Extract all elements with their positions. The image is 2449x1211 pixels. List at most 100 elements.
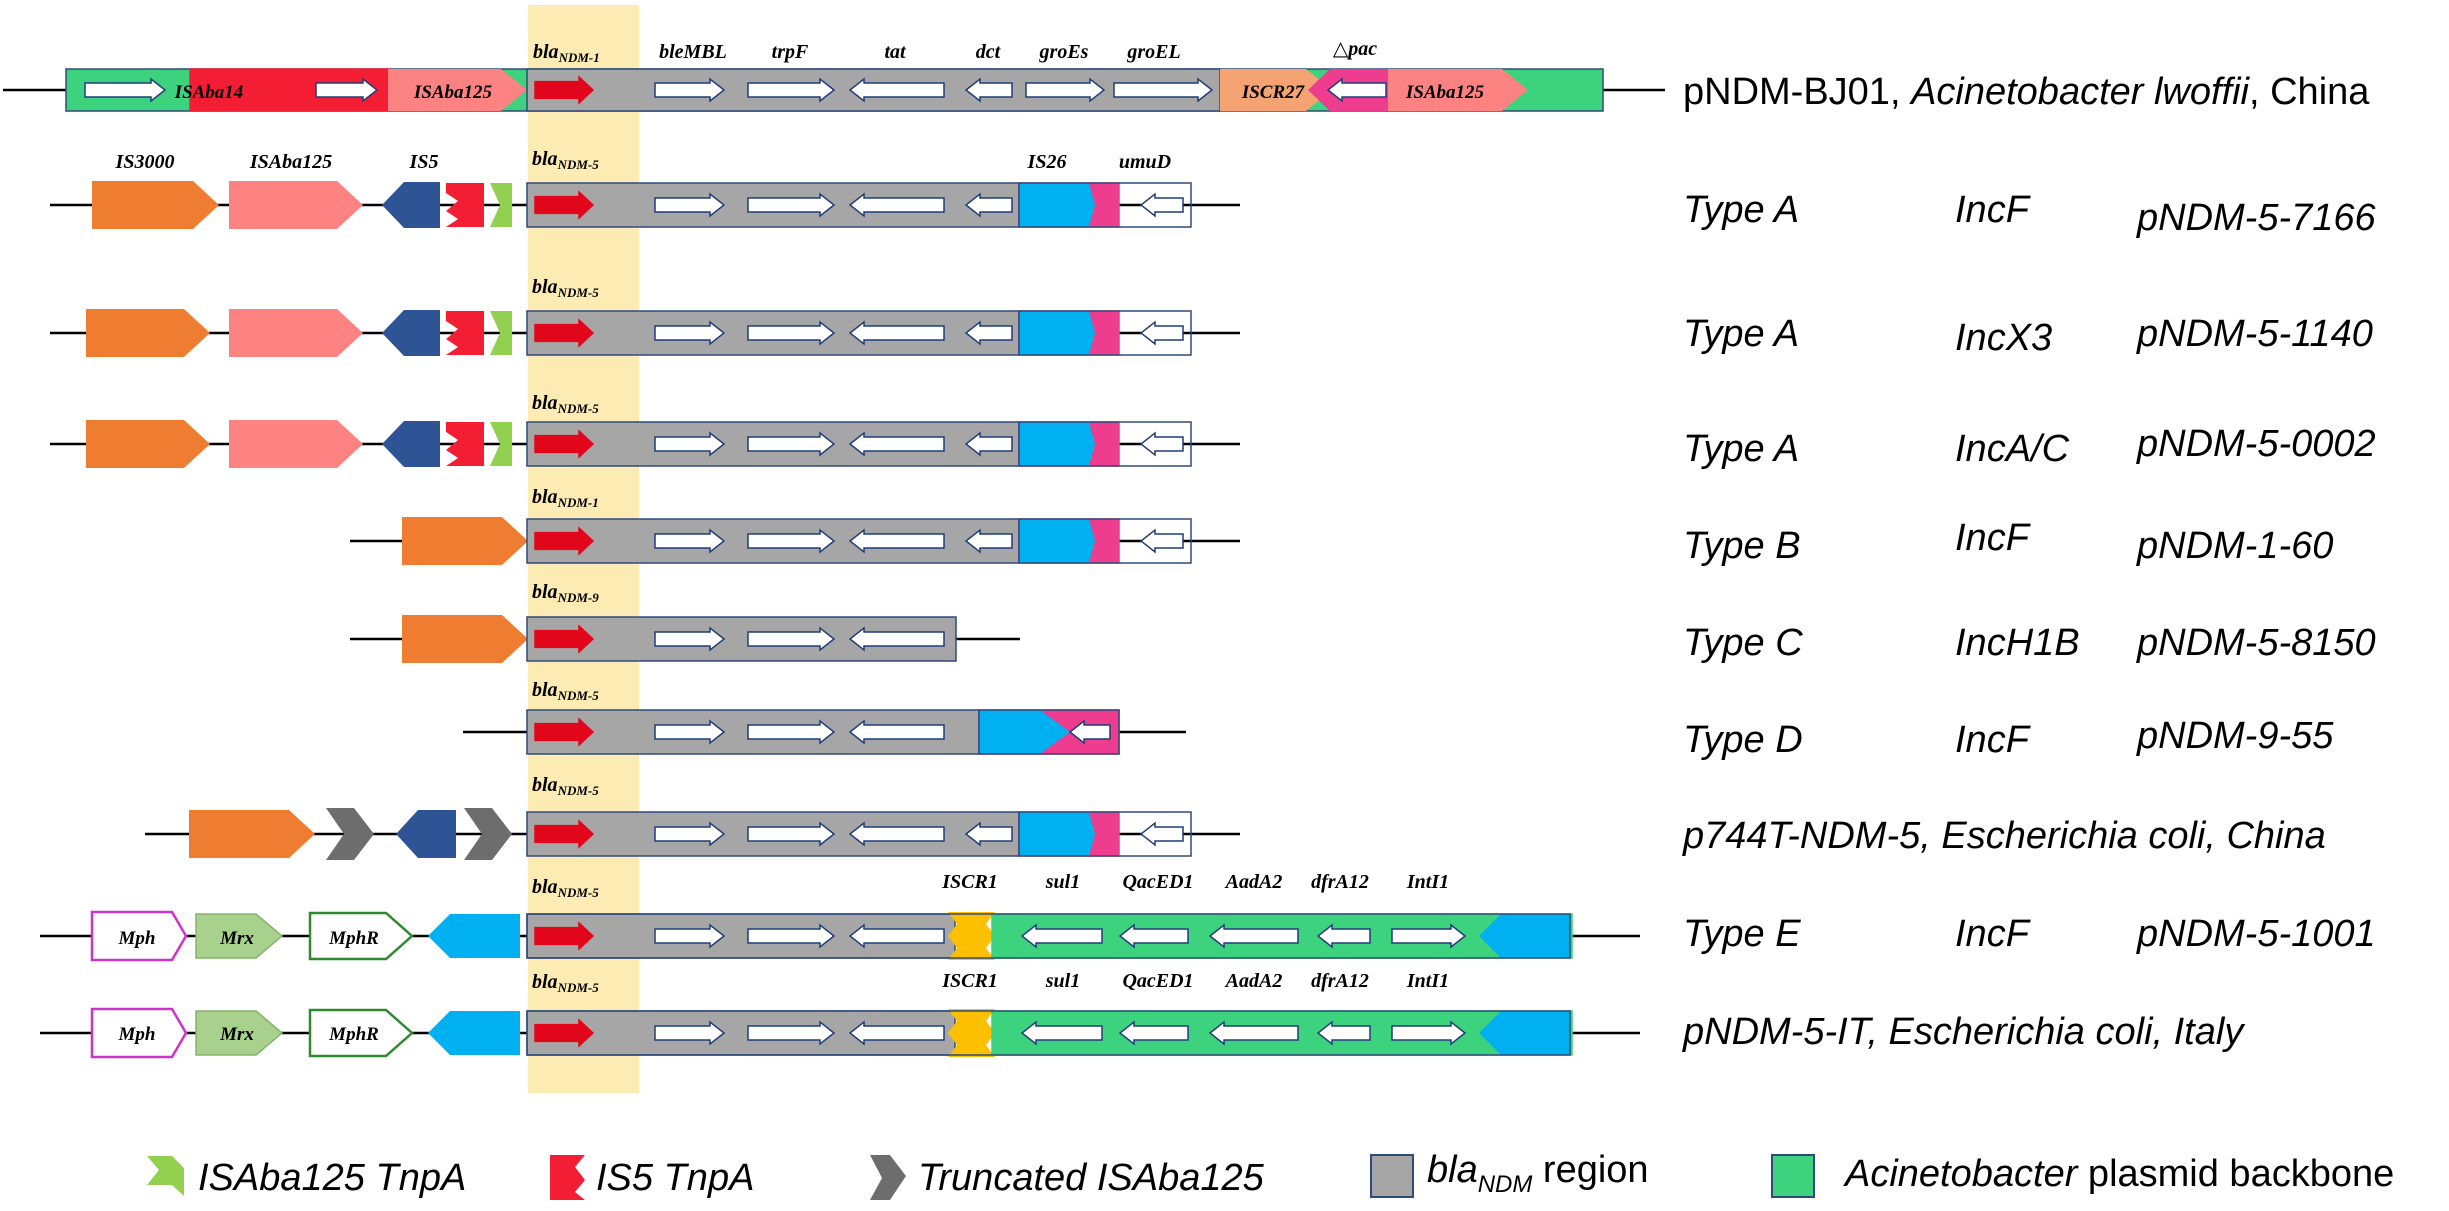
row8-bla-arrow [534,921,595,951]
is-label-isaba125-right: ISAba125 [1405,82,1485,103]
row7-arrow-0 [654,821,726,847]
bla-label-row7: blaNDM-5 [532,774,599,798]
row7-full-label: p744T-NDM-5, Escherichia coli, China [1682,815,2326,857]
row9-mrx [195,1010,284,1056]
row1-arrow-1 [747,192,836,218]
row7-is26-umud-arrow [1139,821,1184,847]
row1-type: Type A [1683,189,1799,231]
gene-label-dfra12-row8: dfrA12 [1311,871,1369,893]
gene-label-sul1-row8: sul1 [1045,871,1080,893]
row1-is5-block [382,182,440,228]
gene-label-tat: tat [884,41,907,63]
row9-mphr [308,1008,414,1058]
row7-arrow-3 [964,821,1013,847]
row2-arrow-0 [654,320,726,346]
label-mphr-row8: MphR [328,928,379,949]
row9-dfra12-arrow [1316,1020,1371,1046]
row7-is26-is26 [1019,812,1095,856]
row7-arrow-2 [848,821,945,847]
row7-is5-block [396,810,456,858]
row2-is26-frame [1018,310,1192,356]
legend-acinetobacter-backbone: Acinetobacter plasmid backbone [1771,1153,2394,1198]
is-label-iscr27: ISCR27 [1241,82,1306,103]
row1-is26-is26 [1019,183,1095,227]
row2-is26-is26 [1019,311,1095,355]
row1-isaba125 [229,181,363,229]
legend-bla-region-swatch [1370,1154,1414,1198]
row8-aada2-arrow [1208,923,1299,949]
header-gene-labels: blaNDM-1 bleMBL trpF tat dct groEs groEL… [174,38,2371,113]
label-mph-row8: Mph [118,928,156,949]
row3-plasmid: pNDM-5-0002 [2136,423,2376,465]
row8-qaced1-arrow [1118,923,1189,949]
gene-label-blembl: bleMBL [659,41,727,63]
row6-umud-arrow [1068,719,1111,745]
row0-blembl-arrow [654,77,726,103]
is-label-isaba125-left: ISAba125 [413,82,493,103]
row7-truncated-isaba125-b [464,808,512,860]
row5-arrow-2 [848,626,945,652]
legend-isaba125-tnpa: ISAba125 TnpA [147,1156,466,1199]
legend-is5-tnpa-label: IS5 TnpA [596,1157,754,1199]
row4-is26-umud-arrow [1139,528,1184,554]
row0-isaba14-arrow [315,77,379,103]
row1-element-labels: IS3000 ISAba125 IS5 IS26 umuD [115,151,1172,173]
row8-inc: IncF [1955,913,2031,955]
gene-label-iscr1-row9: ISCR1 [941,970,998,992]
row9-inti1-arrow [1391,1020,1467,1046]
row5-arrow-1 [747,626,836,652]
row3-type: Type A [1683,428,1799,470]
bla-label-row9: blaNDM-5 [532,971,599,995]
row-labels: Type A IncF pNDM-5-7166 Type A IncX3 pND… [1682,189,2377,1053]
row1-is26-umud-arrow [1139,192,1184,218]
row4-is3000 [402,517,528,565]
row9-aada2-arrow [1208,1020,1299,1046]
row2-arrow-3 [964,320,1013,346]
row4-inc: IncF [1955,517,2031,559]
upstream-label-is5: IS5 [409,151,439,173]
row8-mph [90,910,188,962]
row3-is3000 [86,420,210,468]
legend-truncated-isaba125: Truncated ISAba125 [870,1155,1265,1200]
row7-is3000 [189,810,315,858]
row9-full-label: pNDM-5-IT, Escherichia coli, Italy [1682,1011,2245,1053]
row3-arrow-2 [848,431,945,457]
bla-label-row4: blaNDM-1 [532,486,599,510]
row1-arrow-2 [848,192,945,218]
label-mrx-row8: Mrx [219,928,254,949]
row2-isaba125-tnpa [490,311,512,355]
row8-arrow-0 [654,923,726,949]
legend-backbone-swatch [1771,1154,1815,1198]
row4-bla-arrow [534,526,595,556]
row0-groes-arrow [1025,77,1106,103]
row3-bla-arrow [534,429,595,459]
row8-arrow-1 [747,923,836,949]
type-e-gene-labels: ISCR1 sul1 QacED1 AadA2 dfrA12 IntI1 ISC… [941,871,1449,992]
row5-arrow-0 [654,626,726,652]
row2-arrow-1 [747,320,836,346]
row0-backbone-arrow [84,77,167,103]
row9-mph [90,1007,188,1059]
row4-arrow-2 [848,528,945,554]
label-mrx-row9: Mrx [219,1024,254,1045]
row9-sul1-arrow [1020,1020,1103,1046]
row1-inc: IncF [1955,189,2031,231]
legend: ISAba125 TnpA IS5 TnpA Truncated ISAba12… [147,1149,2394,1200]
row8-is26-right [1479,914,1570,958]
legend-isaba125-tnpa-label: ISAba125 TnpA [198,1157,466,1199]
legend-truncated-label: Truncated ISAba125 [918,1157,1265,1199]
row3-is5-block [382,421,440,467]
row3-is26-is26 [1019,422,1095,466]
row4-type: Type B [1683,525,1801,567]
row8-mphr [308,911,414,961]
row0-trpf-arrow [747,77,836,103]
row2-arrow-2 [848,320,945,346]
type-e-upstream-labels: Mph Mrx MphR Mph Mrx MphR [118,928,379,1045]
gene-label-aada2-row8: AadA2 [1224,871,1283,893]
gene-label-groel: groEL [1126,41,1180,63]
row5-is3000 [402,615,528,663]
row9-bla-arrow [534,1018,595,1048]
bla-label-row5: blaNDM-9 [532,581,599,605]
row0-bla-arrow [534,75,595,105]
row9-arrow-0 [654,1020,726,1046]
